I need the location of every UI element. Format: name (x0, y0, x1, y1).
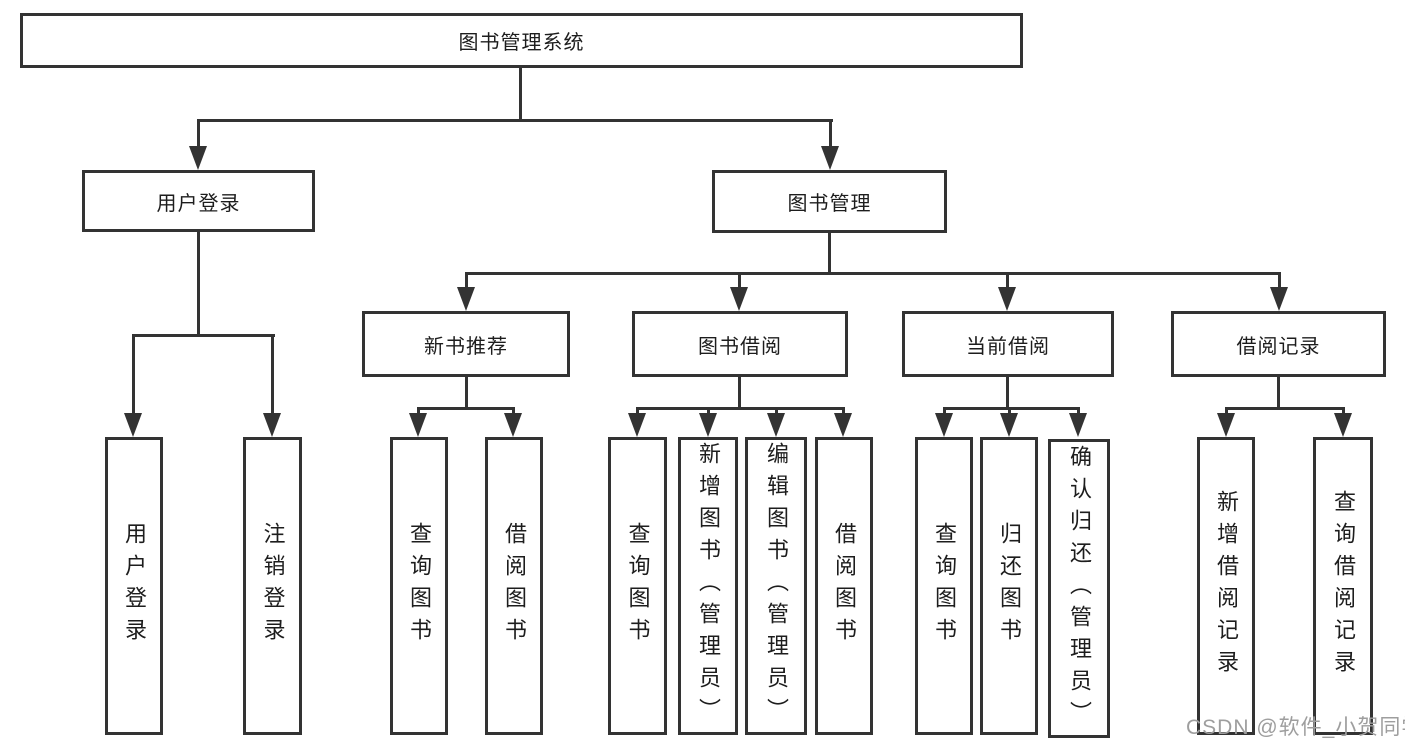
arrow-down-icon (263, 413, 281, 437)
node-root-label: 图书管理系统 (458, 32, 585, 54)
connector-line (197, 119, 833, 122)
leaf-bb-edit-books-admin: 编辑图书（管理员） (745, 437, 807, 735)
leaf-nbr-query-books-label: 查询图书 (407, 522, 432, 650)
watermark: CSDN @软件_小贺同学 (1186, 716, 1405, 739)
leaf-bb-borrow-books: 借阅图书 (815, 437, 873, 735)
node-user-login: 用户登录 (82, 170, 315, 232)
leaf-bb-add-books-admin-label: 新增图书（管理员） (696, 442, 721, 730)
leaf-nbr-borrow-books: 借阅图书 (485, 437, 543, 735)
leaf-br-query-record: 查询借阅记录 (1313, 437, 1373, 735)
connector-line (465, 375, 468, 409)
node-root: 图书管理系统 (20, 13, 1023, 68)
node-new-book-recommend: 新书推荐 (362, 311, 570, 377)
node-current-borrowing-label: 当前借阅 (966, 335, 1050, 358)
node-book-management: 图书管理 (712, 170, 947, 233)
leaf-user-login-label: 用户登录 (122, 522, 147, 650)
connector-line (1278, 272, 1281, 289)
arrow-down-icon (628, 413, 646, 437)
leaf-br-query-record-label: 查询借阅记录 (1331, 490, 1356, 682)
connector-line (943, 407, 1080, 410)
connector-line (417, 407, 420, 416)
arrow-down-icon (1334, 413, 1352, 437)
connector-line (1008, 407, 1011, 416)
arrow-down-icon (1270, 287, 1288, 311)
connector-line (512, 407, 515, 416)
connector-line (775, 407, 778, 416)
arrow-down-icon (189, 146, 207, 170)
leaf-bb-query-books-label: 查询图书 (625, 522, 651, 650)
connector-line (1006, 375, 1009, 409)
connector-line (707, 407, 710, 416)
leaf-br-add-record: 新增借阅记录 (1197, 437, 1255, 735)
node-book-borrowing-label: 图书借阅 (698, 335, 782, 358)
node-book-management-label: 图书管理 (787, 193, 872, 215)
connector-line (636, 407, 639, 416)
arrow-down-icon (935, 413, 953, 437)
arrow-down-icon (998, 287, 1016, 311)
leaf-cb-query-books-label: 查询图书 (932, 522, 957, 650)
connector-line (132, 334, 275, 337)
leaf-cb-query-books: 查询图书 (915, 437, 973, 735)
connector-line (1225, 407, 1228, 416)
connector-line (1277, 375, 1280, 409)
leaf-nbr-borrow-books-label: 借阅图书 (502, 522, 527, 650)
connector-line (417, 407, 514, 410)
leaf-cb-return-books: 归还图书 (980, 437, 1038, 735)
leaf-bb-edit-books-admin-label: 编辑图书（管理员） (764, 442, 789, 730)
arrow-down-icon (699, 413, 717, 437)
arrow-down-icon (124, 413, 142, 437)
node-borrow-records-label: 借阅记录 (1236, 335, 1321, 358)
leaf-logout-login: 注销登录 (243, 437, 302, 735)
connector-line (1006, 272, 1009, 289)
connector-line (842, 407, 845, 416)
connector-line (197, 231, 200, 336)
connector-line (132, 334, 135, 414)
leaf-bb-borrow-books-label: 借阅图书 (832, 522, 857, 650)
arrow-down-icon (1069, 413, 1087, 437)
connector-line (519, 66, 522, 121)
connector-line (738, 272, 741, 289)
connector-line (943, 407, 946, 416)
arrow-down-icon (767, 413, 785, 437)
connector-line (465, 272, 468, 289)
connector-line (636, 407, 845, 410)
arrow-down-icon (409, 413, 427, 437)
connector-line (1225, 407, 1345, 410)
arrow-down-icon (834, 413, 852, 437)
leaf-cb-return-books-label: 归还图书 (997, 522, 1022, 650)
arrow-down-icon (1000, 413, 1018, 437)
connector-line (465, 272, 1281, 275)
connector-line (829, 119, 832, 149)
node-current-borrowing: 当前借阅 (902, 311, 1114, 377)
leaf-nbr-query-books: 查询图书 (390, 437, 448, 735)
connector-line (271, 334, 274, 414)
leaf-user-login: 用户登录 (105, 437, 163, 735)
arrow-down-icon (821, 146, 839, 170)
connector-line (197, 119, 200, 149)
node-book-borrowing: 图书借阅 (632, 311, 848, 377)
connector-line (1077, 407, 1080, 416)
connector-line (1342, 407, 1345, 416)
arrow-down-icon (730, 287, 748, 311)
connector-line (828, 232, 831, 274)
leaf-logout-login-label: 注销登录 (260, 522, 286, 650)
connector-line (738, 375, 741, 409)
leaf-cb-confirm-return-admin: 确认归还（管理员） (1048, 439, 1110, 738)
leaf-br-add-record-label: 新增借阅记录 (1214, 490, 1239, 682)
leaf-cb-confirm-return-admin-label: 确认归还（管理员） (1067, 444, 1092, 733)
node-new-book-recommend-label: 新书推荐 (424, 335, 508, 358)
arrow-down-icon (457, 287, 475, 311)
node-user-login-label: 用户登录 (156, 192, 241, 215)
arrow-down-icon (504, 413, 522, 437)
leaf-bb-query-books: 查询图书 (608, 437, 667, 735)
arrow-down-icon (1217, 413, 1235, 437)
leaf-bb-add-books-admin: 新增图书（管理员） (678, 437, 738, 735)
node-borrow-records: 借阅记录 (1171, 311, 1386, 377)
